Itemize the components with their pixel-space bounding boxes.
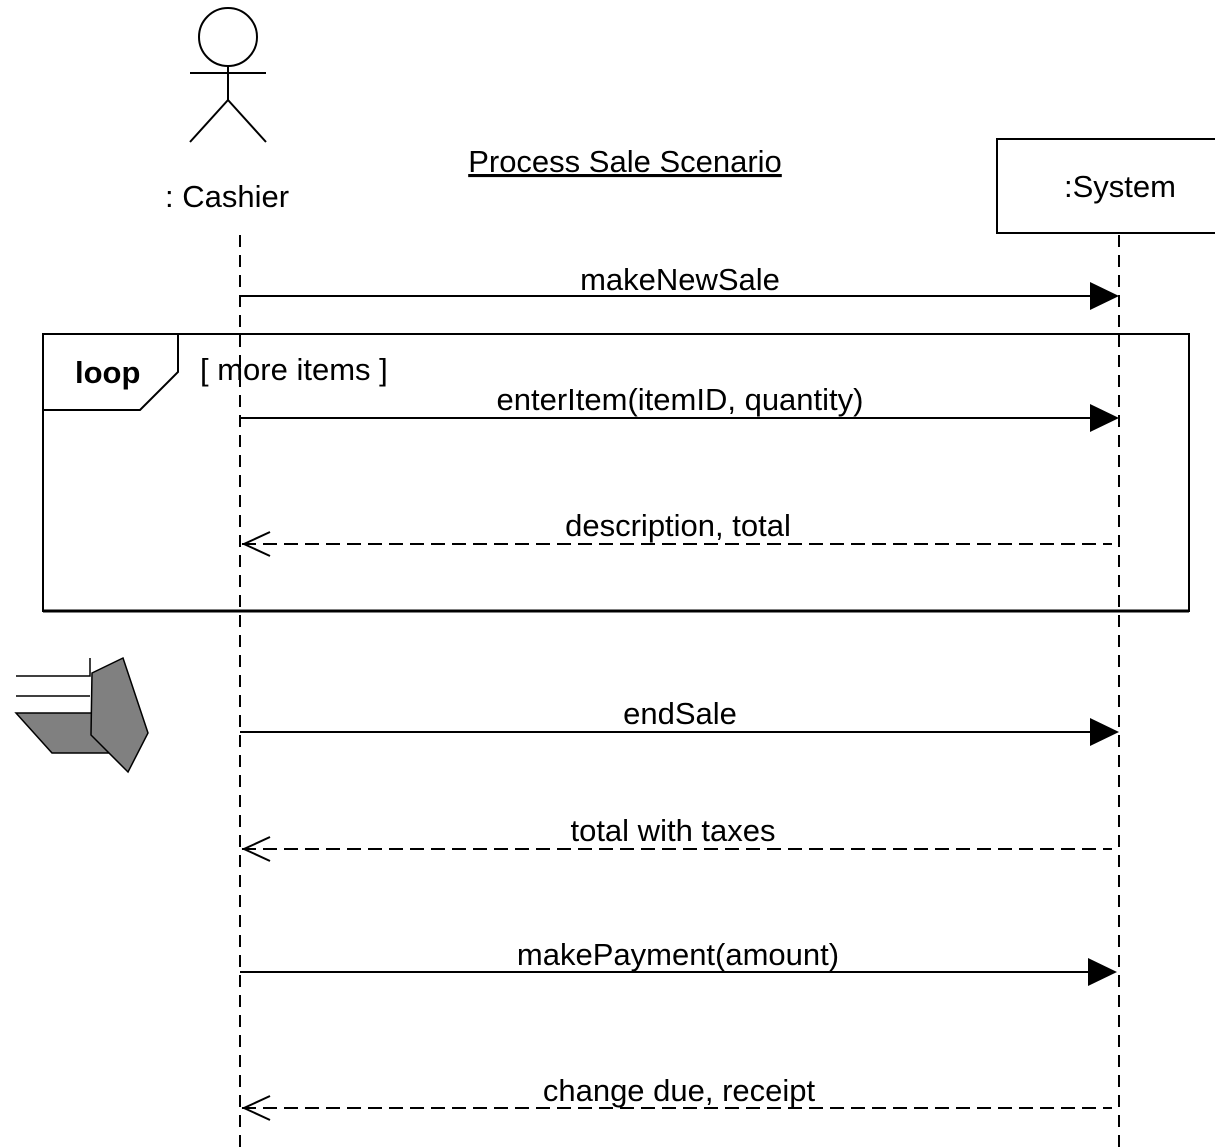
message-enter-item: enterItem(itemID, quantity) <box>240 382 1119 432</box>
message-label: makeNewSale <box>580 262 780 297</box>
message-label: description, total <box>565 508 791 543</box>
message-label: change due, receipt <box>543 1073 816 1108</box>
system-box <box>996 138 1215 234</box>
loop-operator-label: loop <box>75 355 140 390</box>
message-total-with-taxes: total with taxes <box>241 813 1112 862</box>
loop-operator-pentagon <box>43 334 179 411</box>
actor-label: : Cashier <box>165 179 289 214</box>
message-make-new-sale: makeNewSale <box>240 262 1119 310</box>
message-description-total: description, total <box>241 508 1112 557</box>
message-label: makePayment(amount) <box>517 937 839 972</box>
message-label: enterItem(itemID, quantity) <box>497 382 864 417</box>
message-label: endSale <box>623 696 737 731</box>
actor-icon <box>189 7 267 143</box>
bent-arrow-icon <box>14 656 149 774</box>
system-label: :System <box>1064 169 1176 204</box>
loop-guard: [ more items ] <box>200 352 388 387</box>
diagram-title: Process Sale Scenario <box>468 144 782 179</box>
message-make-payment: makePayment(amount) <box>240 937 1117 986</box>
message-label: total with taxes <box>570 813 775 848</box>
message-change-due-receipt: change due, receipt <box>241 1073 1112 1121</box>
message-end-sale: endSale <box>240 696 1119 746</box>
